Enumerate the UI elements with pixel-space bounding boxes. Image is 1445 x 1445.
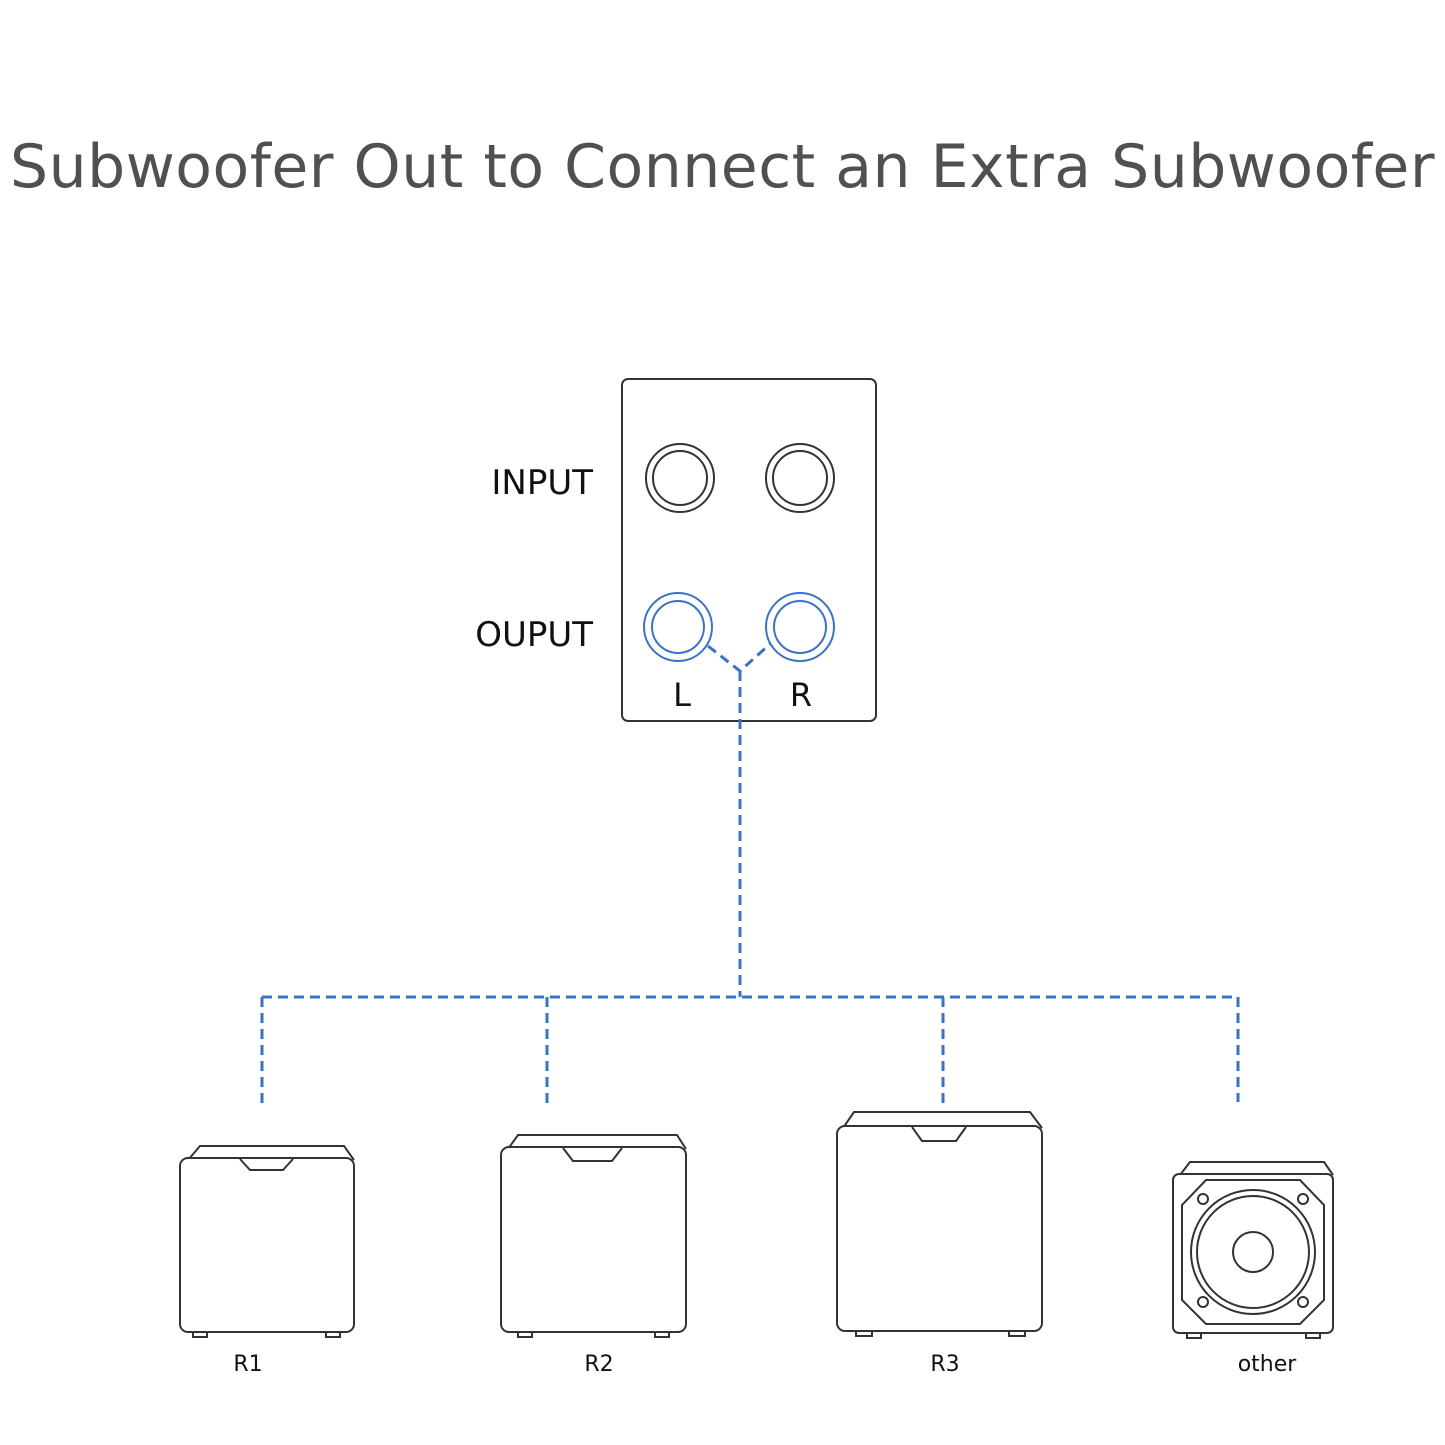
- subwoofer-r1-label: R1: [233, 1352, 262, 1377]
- subwoofer-r1-icon: [179, 1145, 355, 1338]
- subwoofer-r3-label: R3: [930, 1352, 959, 1377]
- connection-lines: [260, 642, 1240, 1105]
- output-label: OUPUT: [475, 615, 593, 655]
- subwoofer-other-icon: [1172, 1161, 1334, 1339]
- subwoofer-r2-label: R2: [584, 1352, 613, 1377]
- amplifier-panel: INPUT OUPUT L R: [475, 378, 877, 722]
- input-jack-right: [765, 443, 835, 513]
- left-channel-label: L: [673, 676, 691, 714]
- panel-frame: [621, 378, 877, 722]
- input-label: INPUT: [491, 463, 593, 503]
- page-title: Subwoofer Out to Connect an Extra Subwoo…: [10, 132, 1435, 202]
- output-jack-right: [765, 592, 835, 662]
- input-jack-left: [645, 443, 715, 513]
- subwoofer-r2-icon: [500, 1134, 687, 1338]
- output-jack-left: [643, 592, 713, 662]
- subwoofer-r3-icon: [836, 1111, 1043, 1337]
- subwoofer-other-label: other: [1238, 1352, 1298, 1377]
- right-channel-label: R: [790, 676, 812, 714]
